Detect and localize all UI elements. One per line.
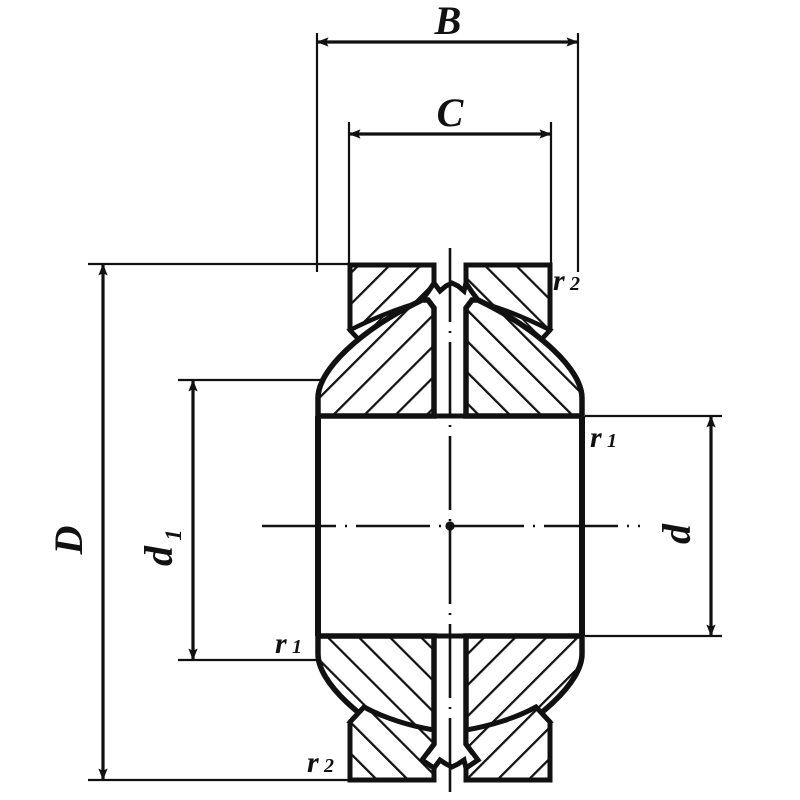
extension-lines [88, 33, 722, 782]
chamfer-label-r1-left-text: r [275, 627, 287, 660]
chamfer-label-r1-left-subscript: 1 [292, 636, 302, 658]
chamfer-label-r1-left: r 1 [275, 627, 302, 660]
dimension-label-d: D [46, 526, 91, 556]
chamfer-label-r2-top-right: r 2 [553, 264, 580, 297]
chamfer-label-r2-top-right-subscript: 2 [569, 273, 580, 295]
center-point-marker [445, 521, 455, 531]
chamfer-label-r2-bottom-left: r 2 [307, 746, 334, 779]
chamfer-label-r1-right-text: r [590, 421, 602, 454]
dimension-label-c-text: C [437, 90, 465, 135]
dimension-label-d1-subscript: 1 [161, 529, 186, 541]
dimension-label-d1-text: d [136, 545, 181, 566]
dimension-label-b: B [434, 0, 462, 43]
chamfer-label-r1-right: r 1 [590, 421, 617, 454]
chamfer-label-r1-right-subscript: 1 [607, 430, 617, 452]
inner-ring-upper-right [463, 297, 585, 419]
dimension-label-d-bore-text: d [654, 523, 699, 544]
dimension-lines [98, 37, 716, 781]
chamfer-label-r2-bottom-left-subscript: 2 [323, 755, 334, 777]
dimension-label-b-text: B [434, 0, 462, 43]
inner-ring-upper-left [315, 297, 437, 419]
chamfer-label-r2-top-right-text: r [553, 264, 565, 297]
chamfer-label-r2-bottom-left-text: r [307, 746, 319, 779]
dimension-label-d1: d 1 [136, 529, 186, 566]
dimension-label-d-text: D [46, 526, 91, 556]
dimension-label-c: C [437, 90, 465, 135]
dimension-label-d-bore: d [654, 523, 699, 544]
